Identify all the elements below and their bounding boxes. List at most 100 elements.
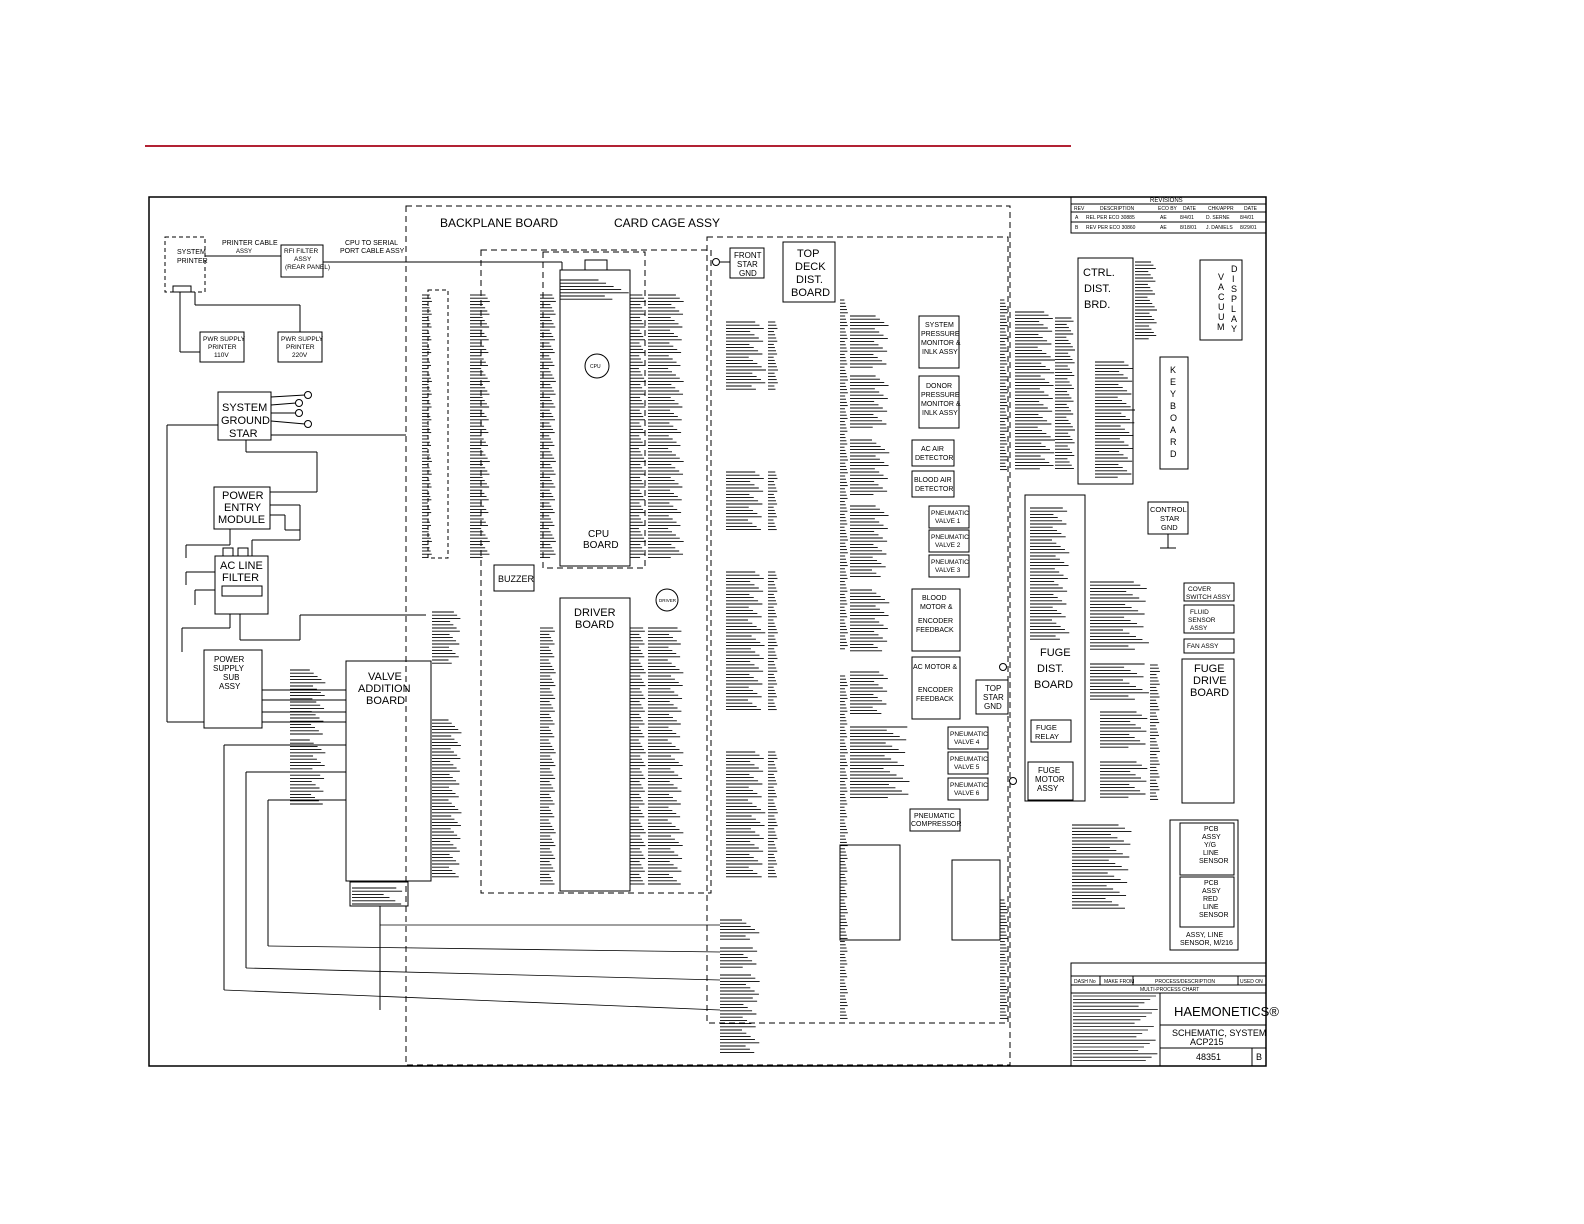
cpu-serial-label-2: PORT CABLE ASSY [340,248,405,255]
driver-board: DRIVER BOARD DRIVER [559,588,679,892]
svg-text:DIST.: DIST. [796,274,823,286]
line-sensor-enclosure [1169,819,1239,951]
svg-text:SENSOR: SENSOR [1199,858,1229,865]
svg-text:CONTROL: CONTROL [1150,505,1187,514]
svg-text:Y: Y [1231,324,1237,334]
svg-text:GROUND: GROUND [221,415,270,427]
svg-text:DONOR: DONOR [926,383,952,390]
blood-air-detector: BLOOD AIR DETECTOR [911,470,955,498]
backplane-enclosure [405,205,1011,1066]
svg-text:GND: GND [739,269,757,278]
rev-b-date2: 8/29/01 [1240,225,1257,231]
svg-text:ASSY: ASSY [1190,625,1208,632]
svg-text:VALVE 6: VALVE 6 [954,790,980,797]
revisions-table: REVISIONS REV DESCRIPTION ECO BY DATE CH… [1070,196,1267,234]
rev-a-date: 8/4/01 [1180,215,1194,221]
svg-text:TOP: TOP [797,248,819,260]
pwr-supply-110: PWR SUPPLY PRINTER 110V [199,331,246,363]
svg-text:BOARD: BOARD [791,287,830,299]
cpu-enclosure [542,251,646,569]
svg-text:ENCODER: ENCODER [918,618,953,625]
svg-text:BUZZER: BUZZER [498,574,535,584]
drawing-title-2: ACP215 [1190,1037,1224,1047]
pneumatic-valve-3: PNEUMATIC VALVE 3 [928,554,970,578]
make-from-header: MAKE FROM [1104,979,1134,985]
svg-text:FUGE: FUGE [1038,766,1060,775]
svg-text:VALVE 4: VALVE 4 [954,739,980,746]
pneumatic-valve-6: PNEUMATIC VALVE 6 [947,777,989,801]
top-deck-enclosure [706,236,1009,1024]
svg-text:GND: GND [984,702,1002,711]
svg-text:I: I [1232,274,1235,284]
svg-text:A: A [1170,425,1176,435]
svg-text:DETECTOR: DETECTOR [915,455,953,462]
svg-text:BOARD: BOARD [1190,687,1229,699]
svg-text:BLOOD AIR: BLOOD AIR [914,477,952,484]
svg-text:220V: 220V [292,352,308,359]
svg-text:SENSOR: SENSOR [1199,912,1229,919]
svg-text:MOTOR: MOTOR [1035,775,1065,784]
svg-text:VALVE 3: VALVE 3 [935,567,961,574]
date-header: DATE [1183,206,1197,212]
keyboard: K E Y B O A R D [1159,356,1189,470]
card-cage-label: CARD CAGE ASSY [614,216,720,230]
rev-b: B [1075,225,1079,231]
fan-assy: FAN ASSY [1183,638,1235,654]
rev-b-desc: REV PER ECO 30860 [1086,225,1136,231]
rev-a-by: AE [1160,215,1167,221]
svg-text:RED: RED [1203,896,1218,903]
pneumatic-valve-2: PNEUMATIC VALVE 2 [928,529,970,553]
svg-text:SYSTEM: SYSTEM [222,402,267,414]
svg-text:O: O [1170,413,1177,423]
fluid-sensor-assy: FLUID SENSOR ASSY [1183,604,1235,634]
svg-text:E: E [1170,377,1176,387]
svg-text:A: A [1231,314,1237,324]
pneumatic-valve-1: PNEUMATIC VALVE 1 [928,505,970,529]
svg-text:INLK ASSY: INLK ASSY [922,410,958,417]
company-name: HAEMONETICS® [1174,1004,1279,1019]
svg-text:FEEDBACK: FEEDBACK [916,696,954,703]
svg-text:GND: GND [1161,523,1178,532]
svg-text:ASSY: ASSY [1202,888,1221,895]
svg-text:PNEUMATIC: PNEUMATIC [931,559,969,566]
svg-text:MONITOR &: MONITOR & [921,401,961,408]
svg-text:DECK: DECK [795,261,826,273]
line-sensor-label: ASSY, LINE [1186,932,1224,939]
fuge-dist-board: FUGE DIST. BOARD [1024,494,1086,802]
svg-text:STAR: STAR [737,260,758,269]
svg-text:SYSTEM: SYSTEM [177,249,206,256]
rev-a-chk: D. SERNE [1206,215,1230,221]
svg-text:CTRL.: CTRL. [1083,267,1115,279]
svg-text:B: B [1170,401,1176,411]
ac-motor-encoder: AC MOTOR & ENCODER FEEDBACK [911,656,961,720]
svg-text:ASSY: ASSY [1202,834,1221,841]
svg-text:PNEUMATIC: PNEUMATIC [950,756,988,763]
svg-text:PRESSURE: PRESSURE [921,392,960,399]
svg-text:INLK ASSY: INLK ASSY [922,349,958,356]
svg-text:ASSY: ASSY [1037,784,1059,793]
system-ground-star: SYSTEM GROUND STAR [217,391,312,441]
svg-text:BOARD: BOARD [1034,679,1073,691]
backplane-connector-strip [427,289,449,559]
svg-text:PNEUMATIC: PNEUMATIC [950,731,988,738]
svg-text:U: U [1218,312,1225,322]
encoder-assembly [951,859,1001,941]
svg-text:DRIVE: DRIVE [1193,675,1227,687]
svg-text:STAR: STAR [229,428,258,440]
svg-text:M: M [1217,322,1225,332]
description-header: DESCRIPTION [1100,206,1135,212]
svg-text:FRONT: FRONT [734,251,762,260]
svg-text:VALVE: VALVE [368,671,402,683]
valve-addition-board: VALVE ADDITION BOARD [345,660,432,907]
svg-text:AC LINE: AC LINE [220,560,263,572]
used-on-header: USED ON [1240,979,1263,985]
pneumatic-valve-5: PNEUMATIC VALVE 5 [947,751,989,775]
svg-text:PWR SUPPLY: PWR SUPPLY [281,336,324,343]
top-deck-dist-board: TOP DECK DIST. BOARD [782,241,836,303]
svg-text:PWR SUPPLY: PWR SUPPLY [203,336,246,343]
svg-text:BOARD: BOARD [366,695,405,707]
cover-switch-assy: COVER SWITCH ASSY [1183,582,1235,602]
pneumatic-compressor: PNEUMATIC COMPRESSOR [909,808,962,832]
svg-text:AC AIR: AC AIR [921,446,944,453]
pcb-yg-line-sensor: PCB ASSY Y/G LINE SENSOR [1179,822,1235,876]
